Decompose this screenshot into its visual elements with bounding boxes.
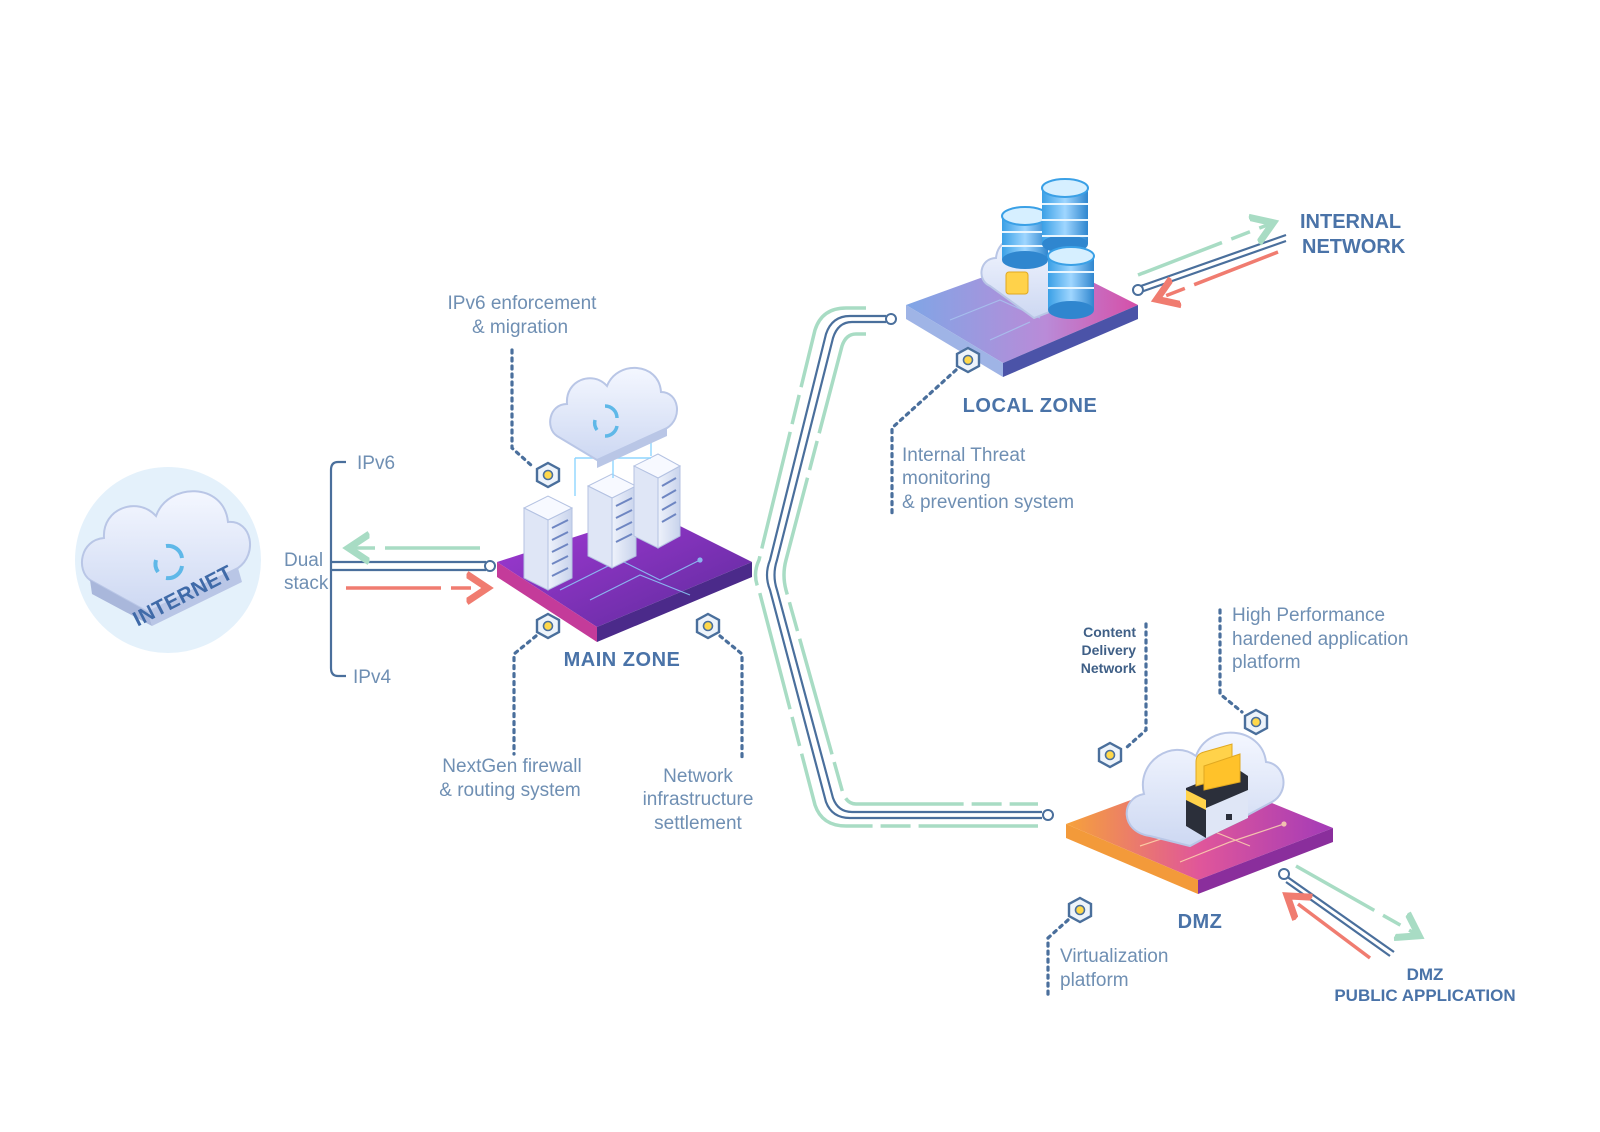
hp-line3: platform	[1232, 652, 1301, 673]
sync-icon	[153, 543, 184, 581]
internal-network-line2: NETWORK	[1302, 236, 1406, 258]
dmz-zone: DMZ	[1066, 731, 1333, 933]
main-zone-network-callout: Network infrastructure settlement	[643, 612, 754, 834]
network-line2: infrastructure	[643, 789, 754, 810]
dmz-virtualization-callout: Virtualization platform	[1046, 896, 1168, 998]
ipv6-label: IPv6	[357, 453, 395, 474]
main-zone-firewall-callout: NextGen firewall & routing system	[439, 612, 582, 801]
cdn-line2: Delivery	[1082, 642, 1137, 658]
local-zone: LOCAL ZONE	[906, 178, 1138, 417]
dmz-public-line2: PUBLIC APPLICATION	[1334, 986, 1515, 1005]
main-zone: MAIN ZONE	[497, 367, 752, 671]
threat-line2: monitoring	[902, 468, 991, 489]
main-zone-title: MAIN ZONE	[564, 649, 681, 671]
cdn-line1: Content	[1083, 624, 1136, 640]
server-rack-icon	[522, 453, 682, 591]
ipv4-label: IPv4	[353, 667, 391, 688]
database-cloud-icon	[980, 178, 1095, 320]
hp-line1: High Performance	[1232, 605, 1385, 626]
internal-network-line1: INTERNAL	[1300, 211, 1401, 233]
hp-line2: hardened application	[1232, 629, 1408, 650]
cdn-line3: Network	[1081, 660, 1136, 676]
backbone-connection	[753, 306, 1054, 828]
network-line1: Network	[663, 766, 733, 787]
local-zone-title: LOCAL ZONE	[963, 395, 1098, 417]
dmz-cdn-callout: Content Delivery Network	[1081, 622, 1148, 769]
dmz-title: DMZ	[1178, 911, 1223, 933]
hex-node-icon	[955, 346, 981, 374]
dual-stack-label-line1: Dual	[284, 550, 323, 571]
hex-node-icon	[695, 612, 721, 640]
dual-stack: IPv6 IPv4 Dual stack	[284, 453, 496, 688]
hex-node-icon	[535, 612, 561, 640]
threat-line3: & prevention system	[902, 492, 1074, 513]
dmz-public-line1: DMZ	[1407, 965, 1444, 984]
firewall-line2: & routing system	[439, 780, 581, 801]
firewall-line1: NextGen firewall	[442, 756, 581, 777]
internet-cloud: INTERNET	[75, 467, 261, 653]
hex-node-icon	[1067, 896, 1093, 924]
hex-node-icon	[535, 461, 561, 489]
dual-stack-label-line2: stack	[284, 573, 329, 594]
main-zone-ipv6-callout: IPv6 enforcement & migration	[448, 293, 598, 489]
virtualization-line2: platform	[1060, 970, 1129, 991]
folder-cloud-icon	[1125, 731, 1285, 848]
virtualization-line1: Virtualization	[1060, 946, 1168, 967]
local-zone-threat-callout: Internal Threat monitoring & prevention …	[890, 346, 1074, 516]
dmz-public-connection: DMZ PUBLIC APPLICATION	[1278, 864, 1516, 1005]
cloud-sync-icon	[549, 367, 678, 468]
ipv6-enforcement-line2: & migration	[472, 317, 568, 338]
threat-line1: Internal Threat	[902, 445, 1026, 466]
internal-network-connection: INTERNAL NETWORK	[1132, 211, 1406, 298]
dmz-hp-callout: High Performance hardened application pl…	[1218, 605, 1408, 736]
hex-node-icon	[1097, 741, 1123, 769]
hex-node-icon	[1243, 708, 1269, 736]
network-line3: settlement	[654, 813, 742, 834]
ipv6-enforcement-line1: IPv6 enforcement	[448, 293, 598, 314]
